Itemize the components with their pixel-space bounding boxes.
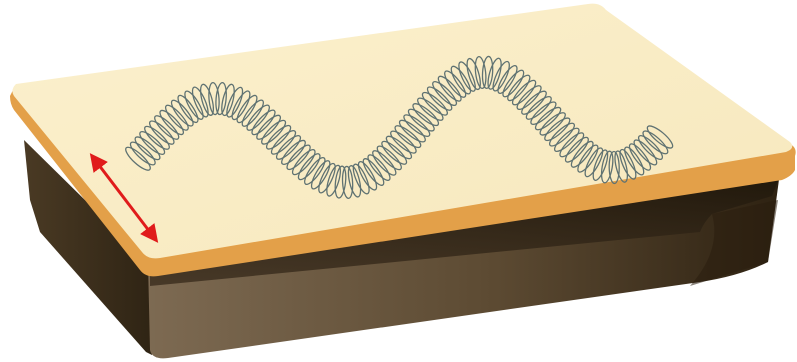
figure-canvas (0, 0, 797, 362)
spring-on-table-diagram (0, 0, 797, 362)
